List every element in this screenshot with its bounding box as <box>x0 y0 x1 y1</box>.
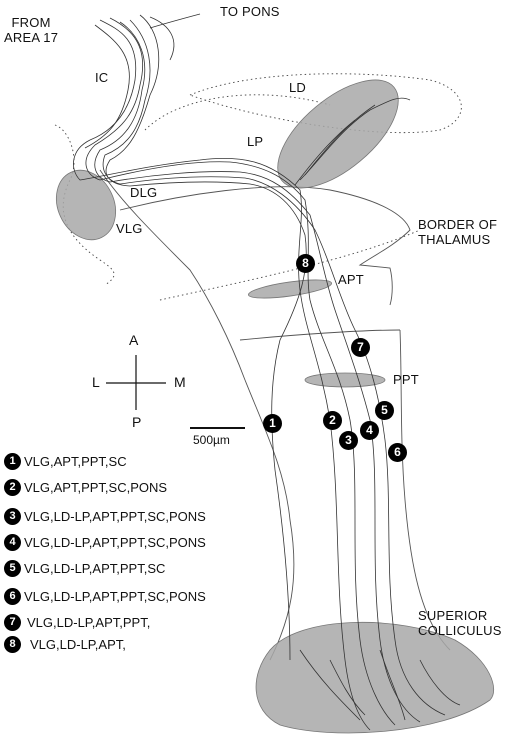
axon-marker-7: 7 <box>351 338 370 357</box>
ld-label: LD <box>289 80 307 95</box>
ppt-region <box>304 372 386 388</box>
axon-trace <box>149 16 175 61</box>
anterior-label: A <box>129 332 139 348</box>
legend-badge: 8 <box>4 636 21 653</box>
legend-text: VLG,LD-LP,APT,PPT,SC,PONS <box>24 535 206 550</box>
legend-text: VLG,APT,PPT,SC <box>24 454 127 469</box>
axon-trace <box>84 24 130 149</box>
superior-colliculus-region <box>255 621 494 734</box>
axon-marker-1: 1 <box>263 414 282 433</box>
axon-collateral-ld <box>304 104 376 176</box>
sc-terminals <box>299 649 461 721</box>
legend-badge: 2 <box>4 479 21 496</box>
section-right-edge-lower <box>399 329 451 651</box>
section-boundary <box>99 169 451 661</box>
axon-marker-3: 3 <box>339 431 358 450</box>
legend-badge: 5 <box>4 560 21 577</box>
axon-marker-4: 4 <box>360 421 379 440</box>
legend-badge: 1 <box>4 453 21 470</box>
axon-collateral-ld <box>299 97 411 181</box>
lp-label: LP <box>247 134 264 149</box>
apt-region <box>247 279 333 299</box>
axon-trace <box>105 14 307 661</box>
lateral-label: L <box>92 374 100 390</box>
axon-trace <box>102 19 446 716</box>
axon-trace <box>94 21 421 723</box>
axon-marker-2: 2 <box>323 411 342 430</box>
legend-badge: 6 <box>4 588 21 605</box>
section-right-edge-upper <box>119 186 411 306</box>
legend-badge: 4 <box>4 534 21 551</box>
section-left-edge <box>99 169 295 661</box>
axon-trace <box>85 17 396 726</box>
to-pons-label: TO PONS <box>220 4 280 19</box>
axon-trace <box>73 19 371 731</box>
medial-label: M <box>174 374 186 390</box>
apt-label: APT <box>338 272 364 287</box>
from-area17-label: FROM AREA 17 <box>4 15 59 45</box>
orientation-cross <box>106 355 166 410</box>
legend-text: VLG,LD-LP,APT,PPT,SC <box>24 561 166 576</box>
vlg-label: VLG <box>116 221 143 236</box>
axon-marker-8: 8 <box>296 254 315 273</box>
legend-text: VLG,LD-LP,APT,PPT,SC,PONS <box>24 589 206 604</box>
axon-to-pons <box>149 13 201 29</box>
ic-label: IC <box>95 70 109 85</box>
axon-marker-5: 5 <box>375 401 394 420</box>
legend-text: VLG,LD-LP,APT,PPT,SC,PONS <box>24 509 206 524</box>
ppt-label: PPT <box>393 372 419 387</box>
legend-badge: 7 <box>4 614 21 631</box>
border-of-thalamus-label: BORDER OF THALAMUS <box>418 217 498 247</box>
axon-marker-6: 6 <box>388 443 407 462</box>
legend-text: VLG,APT,PPT,SC,PONS <box>24 480 168 495</box>
scale-bar-label: 500µm <box>193 433 230 447</box>
legend-text: VLG,LD-LP,APT,PPT, <box>27 615 151 630</box>
legend-text: VLG,LD-LP,APT, <box>30 637 126 652</box>
dlg-label: DLG <box>130 185 158 200</box>
axon-trajectories <box>73 13 461 731</box>
vlg-region <box>56 169 116 241</box>
axon-collateral-ld <box>294 119 356 186</box>
section-transverse-edge <box>239 329 401 341</box>
posterior-label: P <box>132 414 142 430</box>
lp-dotted-outline <box>144 94 331 131</box>
legend-badge: 3 <box>4 508 21 525</box>
shaded-regions <box>56 79 494 734</box>
ld-lp-region <box>277 79 399 189</box>
dotted-outlines <box>54 73 462 301</box>
superior-colliculus-label: SUPERIOR COLLICULUS <box>418 608 502 638</box>
